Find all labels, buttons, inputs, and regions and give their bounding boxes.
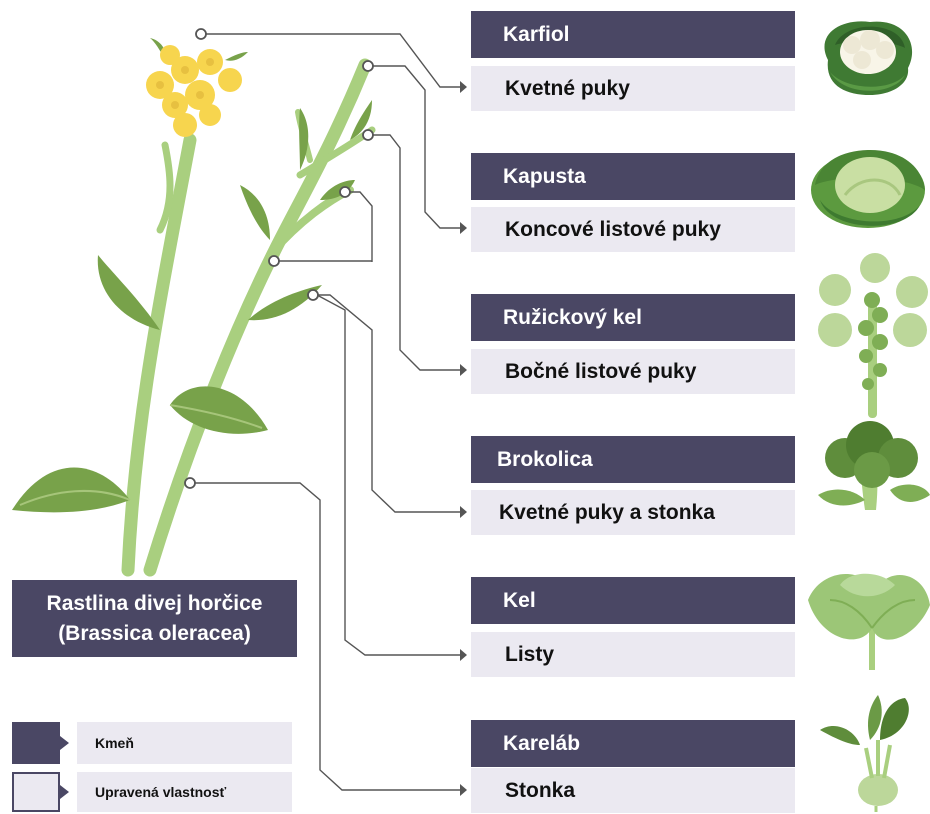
brussels-sprouts-icon [818,253,928,418]
label-karelab: Kareláb [471,720,795,767]
legend-stem-swatch [12,722,60,764]
part-ruzickovy-kel: Bočné listové puky [471,349,795,394]
plant-title-line2: (Brassica oleracea) [12,619,297,649]
kale-icon [808,574,930,670]
legend-modified-label: Upravená vlastnosť [77,772,292,812]
kohlrabi-icon [820,695,909,812]
label-kapusta: Kapusta [471,153,795,200]
connector-ruzickovy-kel-2 [347,192,372,262]
legend-modified-pointer [60,785,70,799]
part-kel: Listy [471,632,795,677]
label-ruzickovy-kel: Ružickový kel [471,294,795,341]
broccoli-icon [818,421,930,510]
label-brokolica: Brokolica [471,436,795,483]
plant-title-box: Rastlina divej horčice (Brassica olerace… [12,580,297,657]
cabbage-icon [811,150,925,228]
part-brokolica: Kvetné puky a stonka [471,490,795,535]
connector-arrows [460,81,467,796]
label-karfiol: Karfiol [471,11,795,58]
part-kapusta: Koncové listové puky [471,207,795,252]
legend-stem-label: Kmeň [77,722,292,764]
connector-karfiol [205,34,460,87]
connector-ruzickovy-kel [372,135,460,370]
connector-kapusta [372,66,460,228]
legend-modified-swatch [12,772,60,812]
label-kel: Kel [471,577,795,624]
part-karelab: Stonka [471,768,795,813]
part-karfiol: Kvetné puky [471,66,795,111]
plant-title-line1: Rastlina divej horčice [12,589,297,619]
mustard-plant-illustration [12,38,372,570]
cauliflower-icon [824,21,912,95]
legend-stem-pointer [60,736,70,750]
connector-kel-real [317,295,460,655]
connector-brokolica [317,295,460,512]
